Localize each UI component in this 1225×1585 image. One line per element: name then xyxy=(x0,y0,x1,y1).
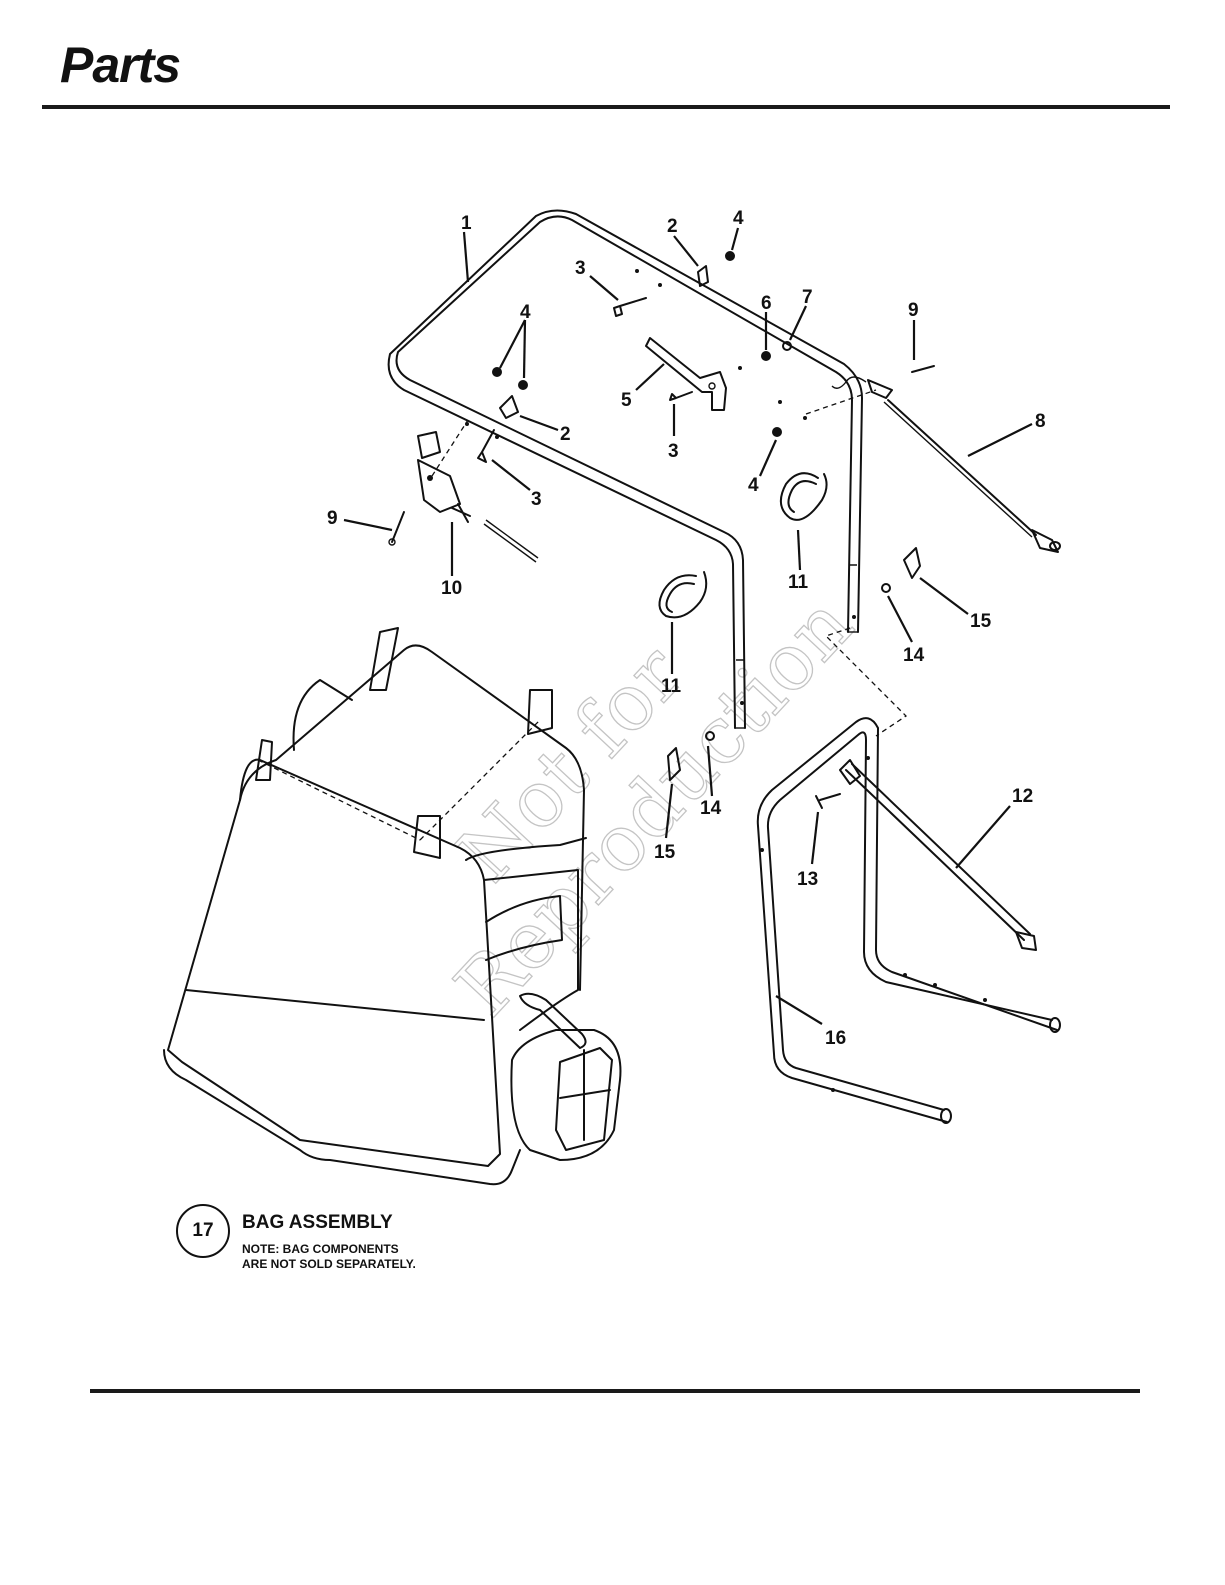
callout-16: 16 xyxy=(825,1028,846,1049)
callout-4: 4 xyxy=(520,302,531,323)
bag-assembly-note: NOTE: BAG COMPONENTS ARE NOT SOLD SEPARA… xyxy=(242,1242,502,1272)
callout-15: 15 xyxy=(654,842,676,863)
callout-6: 6 xyxy=(761,293,772,314)
bag-assembly-title: BAG ASSEMBLY xyxy=(242,1212,393,1234)
alignment-line-cable xyxy=(806,390,876,414)
bag-support-rod xyxy=(840,760,1036,950)
callout-3: 3 xyxy=(668,441,679,462)
callout-4: 4 xyxy=(733,208,744,229)
callout-labels: 1 2 4 3 4 6 7 9 5 2 3 8 4 3 9 10 11 15 1… xyxy=(327,208,1046,1049)
leader-lines xyxy=(344,228,1032,1024)
callout-12: 12 xyxy=(1012,786,1033,807)
callout-13: 13 xyxy=(797,869,818,890)
bag-note-line-2: ARE NOT SOLD SEPARATELY. xyxy=(242,1257,502,1272)
callout-1: 1 xyxy=(461,213,472,234)
bag-assembly-callout: 17 xyxy=(176,1204,230,1258)
callout-11: 11 xyxy=(788,572,809,593)
callout-8: 8 xyxy=(1035,411,1046,432)
callout-9: 9 xyxy=(908,300,919,321)
callout-10: 10 xyxy=(441,578,462,599)
callout-14: 14 xyxy=(700,798,722,819)
callout-5: 5 xyxy=(621,390,632,411)
callout-9: 9 xyxy=(327,508,338,529)
callout-2: 2 xyxy=(667,216,678,237)
callout-2: 2 xyxy=(560,424,571,445)
callout-15: 15 xyxy=(970,611,992,632)
callout-14: 14 xyxy=(903,645,925,666)
control-cable xyxy=(832,377,1060,552)
callout-3: 3 xyxy=(531,489,542,510)
control-bar xyxy=(646,338,726,410)
callout-3: 3 xyxy=(575,258,586,279)
footer-rule xyxy=(90,1389,1140,1393)
bag-note-line-1: NOTE: BAG COMPONENTS xyxy=(242,1242,502,1257)
bag-bracket xyxy=(418,420,538,562)
callout-11: 11 xyxy=(661,676,682,697)
callout-4: 4 xyxy=(748,475,759,496)
callout-7: 7 xyxy=(802,287,813,308)
